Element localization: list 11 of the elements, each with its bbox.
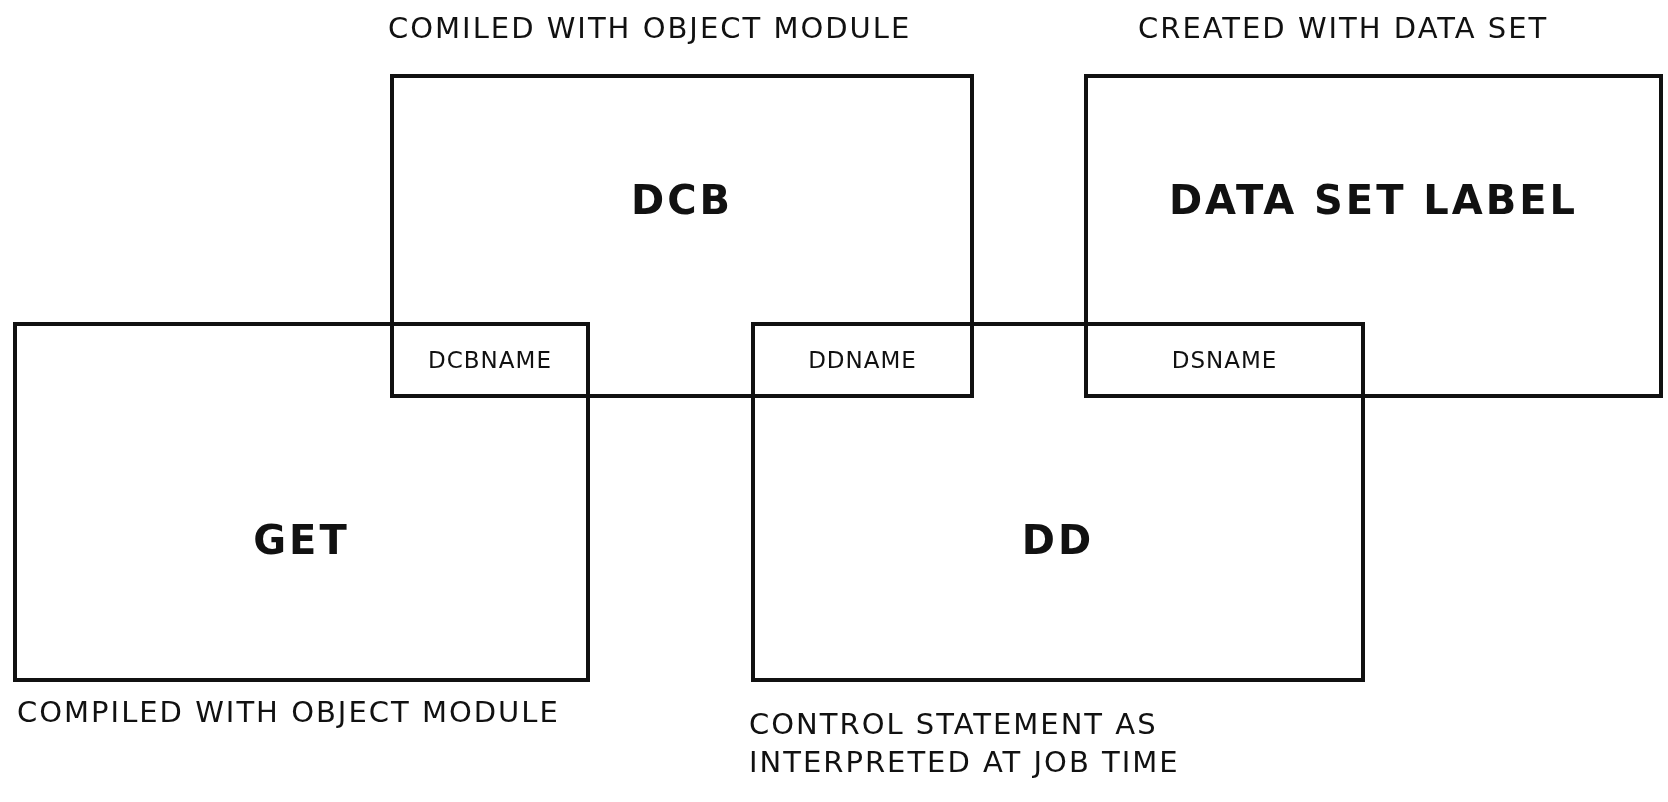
field-name: DCBNAME	[428, 347, 552, 373]
box-caption: CREATED WITH DATA SET	[1138, 10, 1550, 47]
box-title: DD	[1021, 517, 1095, 563]
box-caption: COMILED WITH OBJECT MODULE	[388, 10, 913, 47]
field-name: DDNAME	[808, 347, 917, 373]
box-title: DATA SET LABEL	[1168, 177, 1579, 223]
box-title: DCB	[630, 177, 733, 223]
field-name: DSNAME	[1171, 347, 1278, 373]
box-caption: CONTROL STATEMENT AS INTERPRETED AT JOB TIME	[749, 706, 1181, 781]
box-caption: COMPILED WITH OBJECT MODULE	[17, 694, 561, 731]
box-title: GET	[253, 517, 350, 563]
